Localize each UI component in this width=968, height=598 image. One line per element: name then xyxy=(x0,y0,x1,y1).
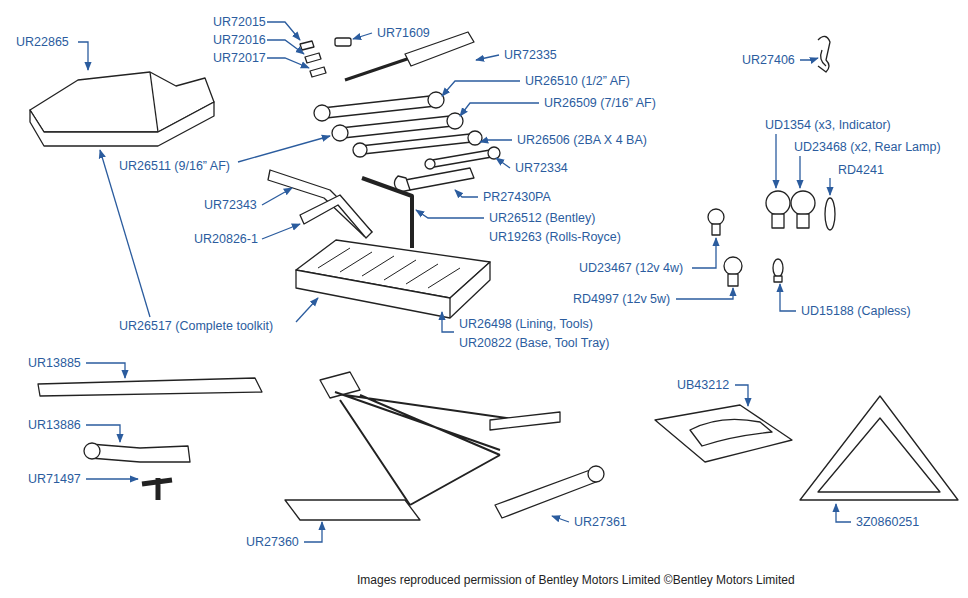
part-number: UR27360 xyxy=(245,534,300,550)
part-number: UR20822 (Base, Tool Tray) xyxy=(458,335,611,351)
part-number: UR72015 xyxy=(212,14,267,30)
part-number: RD4997 (12v 5w) xyxy=(572,291,671,307)
part-number: RD4241 xyxy=(837,162,885,178)
part-number: UR71497 xyxy=(27,471,82,487)
part-number: UD15188 (Capless) xyxy=(800,303,912,319)
caption: Images reproduced permission of Bentley … xyxy=(357,572,795,588)
part-number: UB43212 xyxy=(676,377,730,393)
bulb xyxy=(724,257,742,275)
part-number: UR72334 xyxy=(514,160,569,176)
festoon-bulb xyxy=(825,198,835,230)
part-number: UR22865 xyxy=(15,34,70,50)
part-number: UR72335 xyxy=(503,47,558,63)
clip xyxy=(818,36,830,72)
part-number: UR72016 xyxy=(212,32,267,48)
leader-lines xyxy=(78,22,851,542)
part-number: UR26512 (Bentley) xyxy=(488,210,596,226)
part-number: UR19263 (Rolls-Royce) xyxy=(488,229,622,245)
part-number: UR26509 (7/16” AF) xyxy=(543,95,657,111)
part-number: UR26510 (1/2” AF) xyxy=(524,73,631,89)
part-number: UR13885 xyxy=(27,355,82,371)
part-number: UR27361 xyxy=(573,514,628,530)
bulb xyxy=(791,191,815,215)
part-number: UD1354 (x3, Indicator) xyxy=(764,117,892,133)
jack xyxy=(285,500,420,520)
part-number: UR26517 (Complete toolkit) xyxy=(118,318,274,334)
socket xyxy=(90,444,190,462)
bulb xyxy=(708,209,724,225)
adjustable-wrench xyxy=(405,168,474,190)
part-number: PR27430PA xyxy=(482,189,552,205)
part-number: UR20826-1 xyxy=(193,231,259,247)
toolkit-cover-side xyxy=(30,102,214,146)
part-number: UD23467 (12v 4w) xyxy=(578,260,684,276)
drawings xyxy=(30,32,958,520)
wheel-brace xyxy=(38,378,262,396)
part-number: UR27406 xyxy=(741,52,796,68)
capless-bulb xyxy=(773,259,783,277)
part-number: UR72017 xyxy=(212,50,267,66)
part-number: UR72343 xyxy=(203,197,258,213)
jack-handle xyxy=(495,470,596,518)
key xyxy=(142,478,172,500)
socket-bit xyxy=(335,38,351,46)
part-number: 3Z0860251 xyxy=(855,514,920,530)
part-number: UD23468 (x2, Rear Lamp) xyxy=(793,139,942,155)
gloves xyxy=(655,405,792,462)
part-number: UR26511 (9/16” AF) xyxy=(118,158,231,174)
warning-triangle xyxy=(800,396,958,500)
part-number: UR26498 (Lining, Tools) xyxy=(458,316,594,332)
part-number: UR26506 (2BA X 4 BA) xyxy=(516,132,648,148)
bulb xyxy=(766,191,790,215)
part-number: UR71609 xyxy=(376,25,431,41)
part-number: UR13886 xyxy=(27,417,82,433)
